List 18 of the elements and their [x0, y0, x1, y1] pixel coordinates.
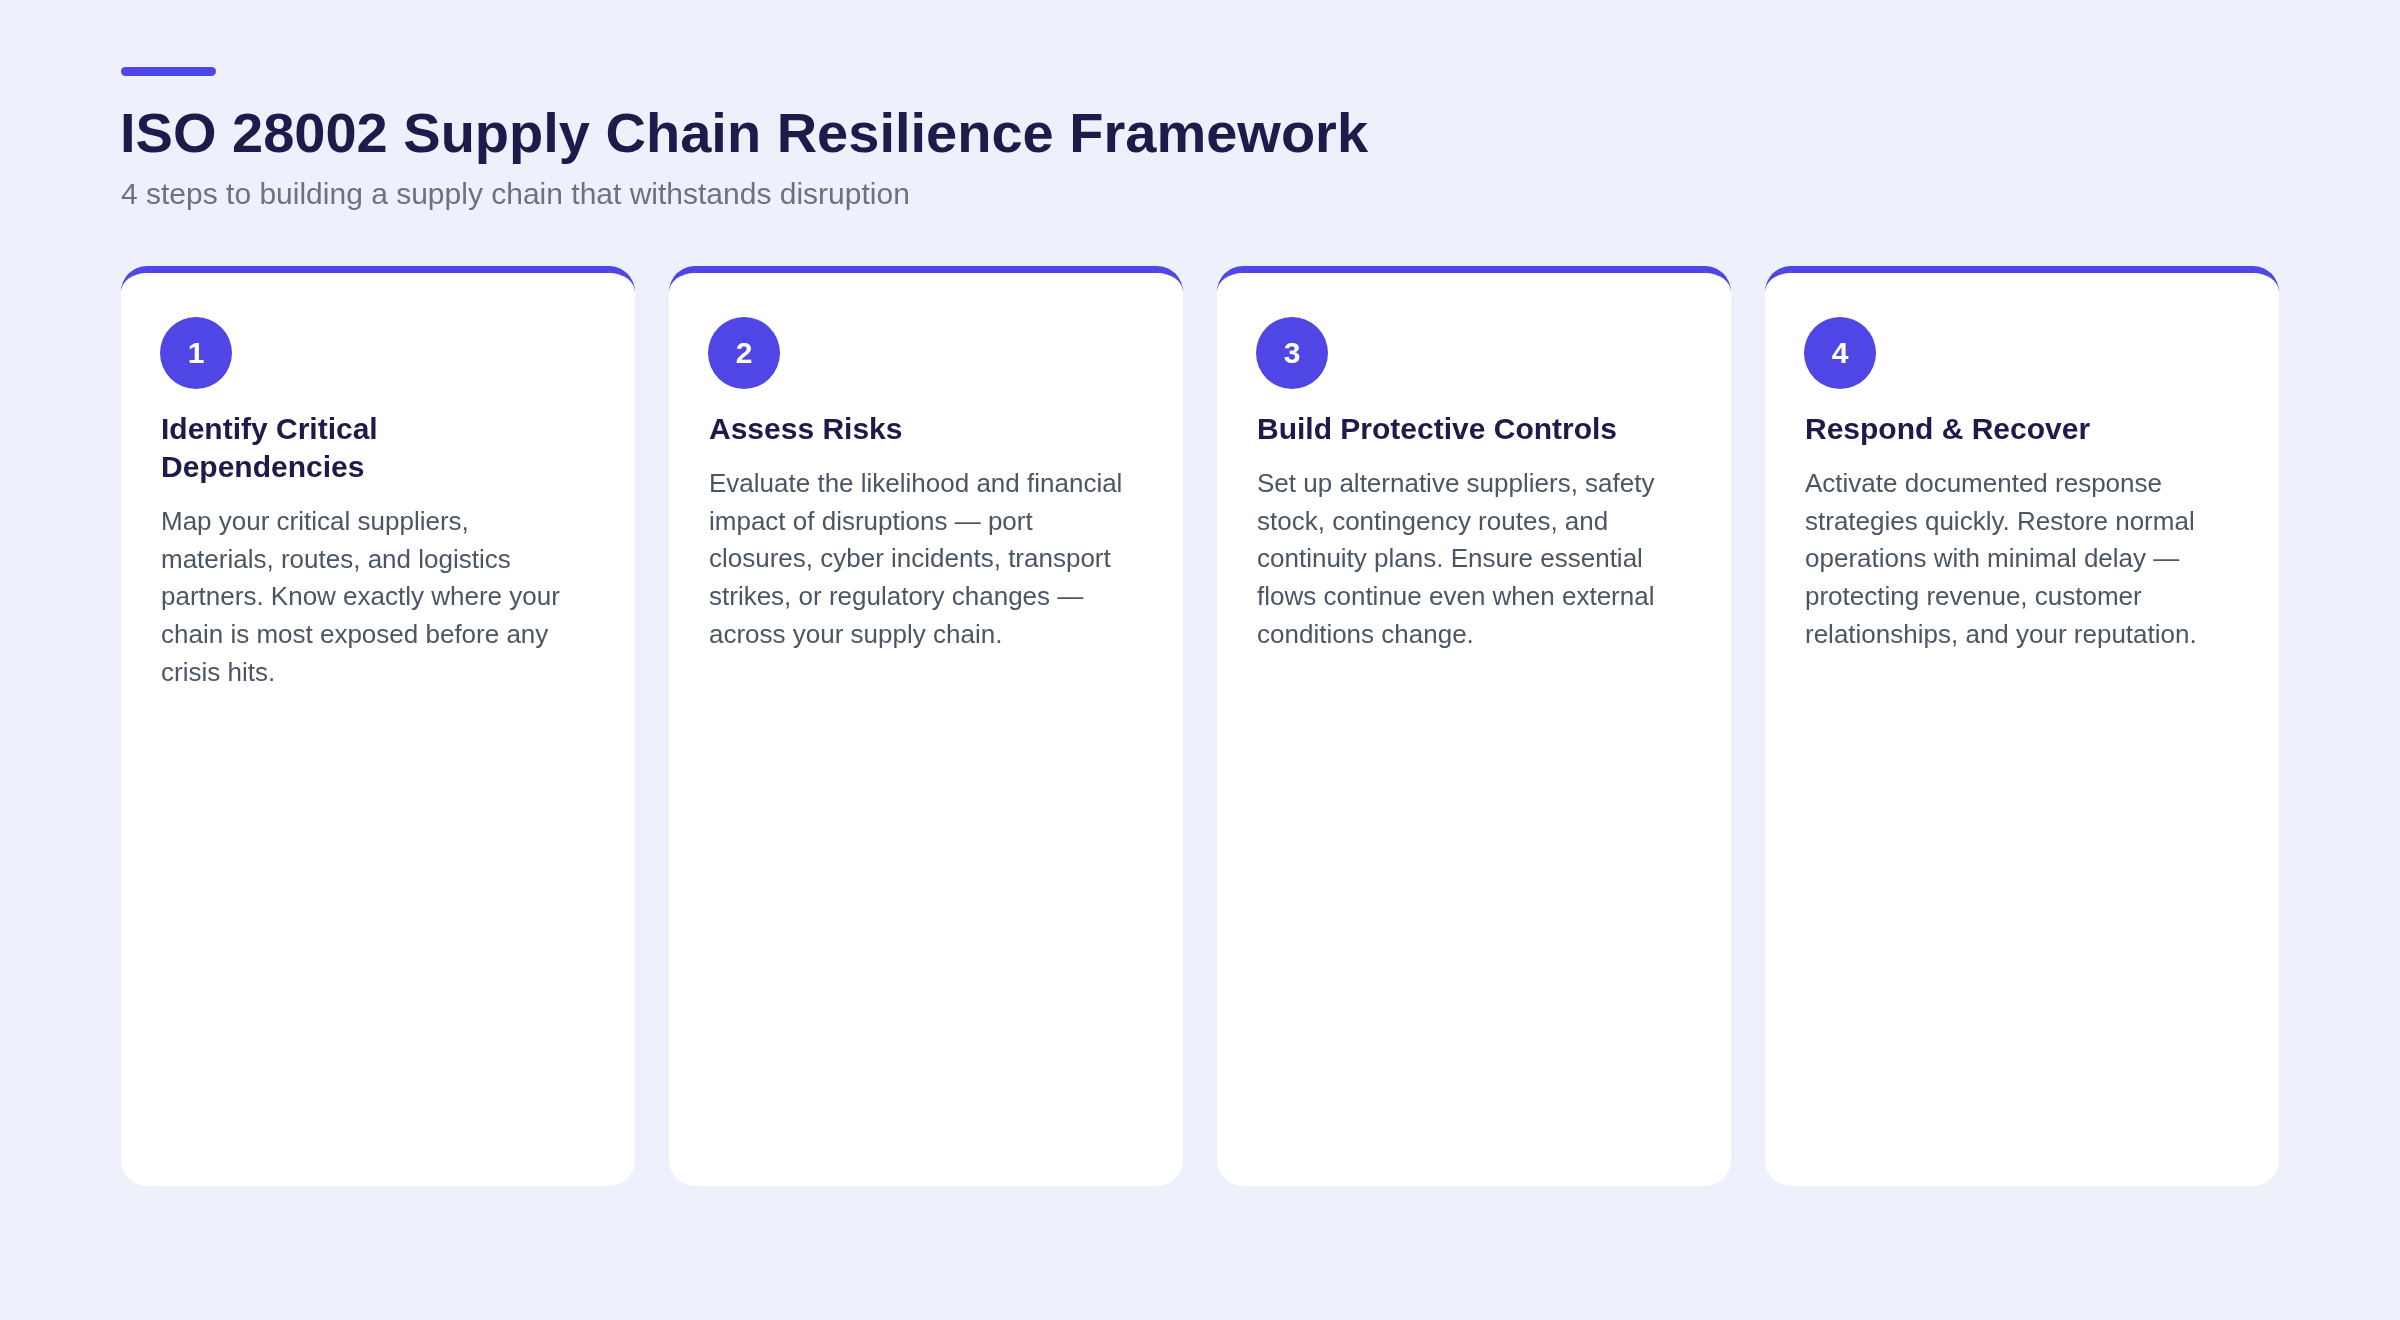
step-description: Set up alternative suppliers, safety stock, contingency routes, and continuity plans. Ensure essential flows continue even when external conditions change. — [1257, 467, 1656, 651]
page-title: ISO 28002 Supply Chain Resilience Framework — [120, 100, 1369, 166]
step-description: Map your critical suppliers, materials, routes, and logistics partners. Know exactly where your chain is most exposed before any crisis hits. — [161, 505, 561, 689]
step-number: 3 — [1256, 317, 1328, 389]
step-number: 4 — [1804, 317, 1876, 389]
subtitle: 4 steps to building a supply chain that withstands disruption — [121, 176, 910, 212]
step-title: Respond & Recover — [1805, 411, 2092, 447]
step-card — [669, 266, 1183, 1186]
step-number: 1 — [160, 317, 232, 389]
step-description: Activate documented response strategies quickly. Restore normal operations with minimal delay — protecting revenue, customer relationships, and your reputation. — [1805, 467, 2198, 651]
step-card — [1765, 266, 2279, 1186]
step-description: Evaluate the likelihood and financial impact of disruptions — port closures, cyber incidents, transport strikes, or regulatory changes — across your supply chain. — [709, 467, 1124, 651]
step-title: Identify Critical Dependencies — [161, 411, 379, 485]
step-card — [121, 266, 635, 1186]
step-number: 2 — [708, 317, 780, 389]
step-title: Build Protective Controls — [1257, 411, 1619, 447]
step-card — [1217, 266, 1731, 1186]
step-title: Assess Risks — [709, 411, 904, 447]
